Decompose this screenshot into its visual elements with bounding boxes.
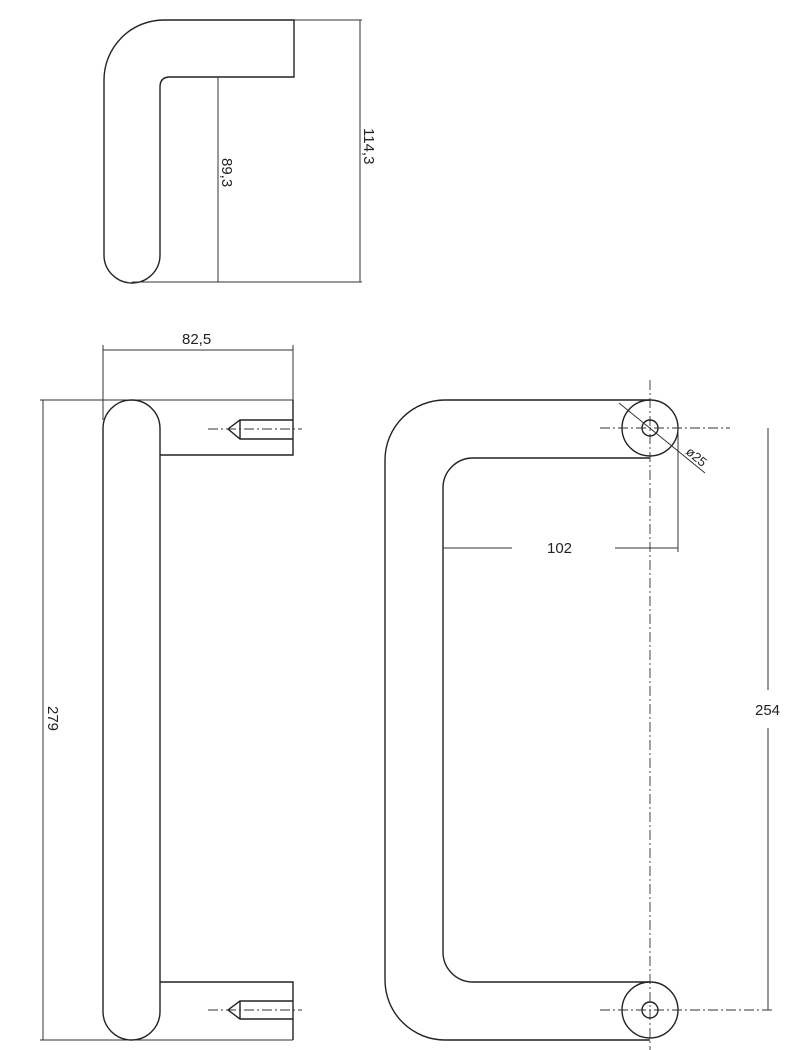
dimension-label-102: 102 — [547, 540, 572, 557]
standoff-bottom — [160, 981, 294, 1040]
dimension-label-82-5: 82,5 — [182, 331, 211, 348]
front-view: 254 102 ø25 — [384, 380, 780, 1050]
top-view-outline — [103, 19, 295, 284]
dimension-label-254: 254 — [755, 702, 780, 719]
dimension-label-279: 279 — [44, 706, 61, 731]
handle-bar — [102, 399, 161, 1041]
front-view-outer — [384, 399, 650, 1041]
top-view: 89,3 114,3 — [103, 19, 377, 284]
standoff-top — [160, 400, 294, 456]
screw-hole-top — [226, 419, 293, 440]
diameter-leader — [618, 402, 706, 474]
dimension-label-diameter: ø25 — [683, 444, 710, 470]
dimension-label-114-3: 114,3 — [360, 128, 377, 164]
front-view-inner — [442, 457, 650, 983]
side-view: 82,5 279 — [40, 331, 302, 1041]
dimension-label-89-3: 89,3 — [218, 158, 235, 187]
